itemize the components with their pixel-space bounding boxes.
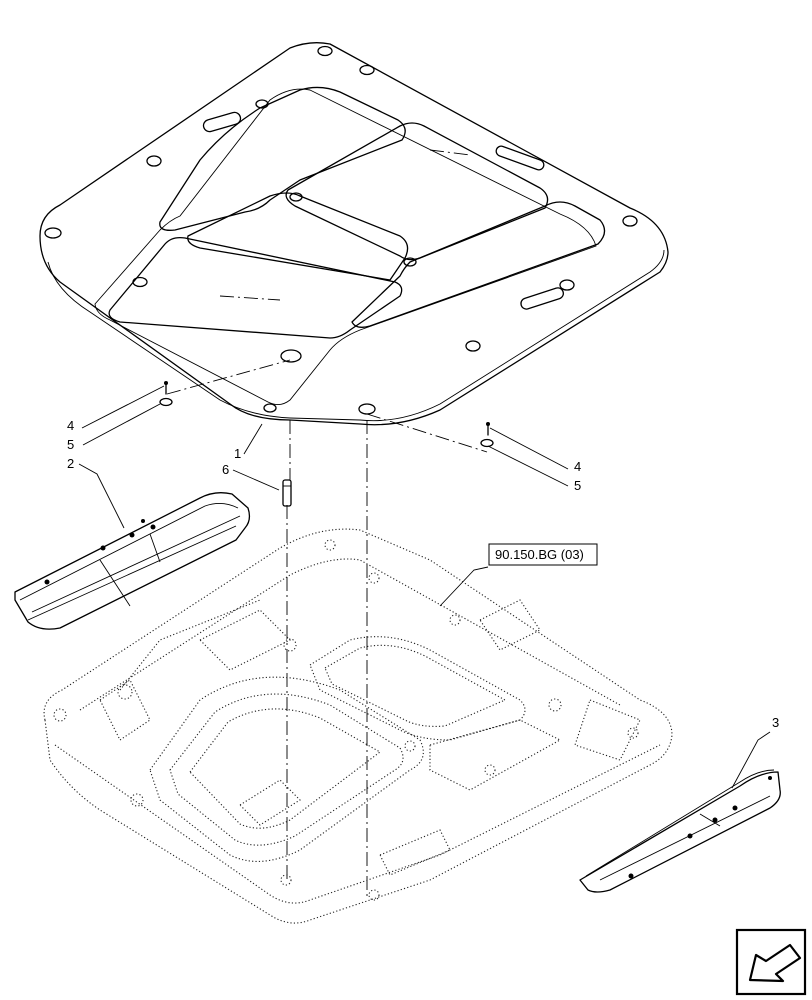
screw-part-4-left [164,381,168,395]
washer-part-5-left [159,397,173,407]
arrow-back-icon[interactable] [735,928,807,996]
callout-4-right: 4 [574,459,581,474]
leader-lines [78,385,771,789]
roof-cab-assembly [43,528,673,924]
washer-part-5-right [480,438,494,448]
callout-2: 2 [67,456,74,471]
callout-3: 3 [772,715,779,730]
pin-part-6 [282,479,292,507]
reference-link-box[interactable]: 90.150.BG (03) [488,543,598,566]
trim-panel-part-3 [579,769,781,893]
callout-1: 1 [234,446,241,461]
callout-5-right: 5 [574,478,581,493]
callout-6: 6 [222,462,229,477]
callout-5-left: 5 [67,437,74,452]
trim-panel-part-2 [14,492,251,630]
reference-label: 90.150.BG (03) [495,547,584,562]
alignment-lines [166,149,488,900]
headliner-part-1 [39,42,669,426]
screw-part-4-right [486,422,490,436]
callout-4-left: 4 [67,418,74,433]
